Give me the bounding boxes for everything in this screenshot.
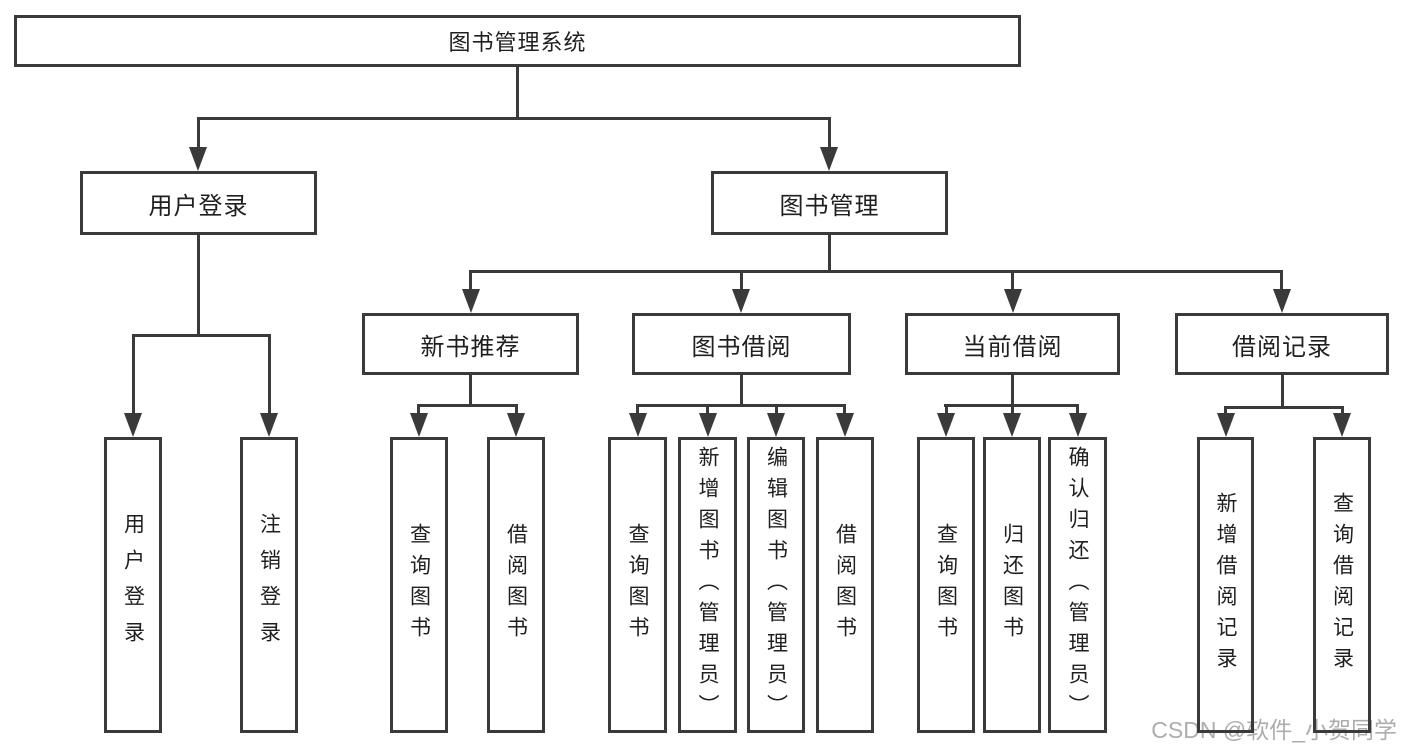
connector-line [132,334,135,416]
leaf-label: 查询图书 [934,523,958,647]
node-label: 图书管理 [779,192,880,220]
leaf-label: 借阅图书 [504,523,528,647]
node-user-login: 用户登录 [80,171,317,235]
node-leaf-current-confirm-return: 确认归还（管理员） [1048,437,1107,733]
node-label: 借阅记录 [1232,333,1332,361]
leaf-label: 注销登录 [257,513,281,657]
connector-line [418,404,518,407]
arrowhead-down-icon [820,147,838,171]
node-leaf-record-add: 新增借阅记录 [1197,437,1254,733]
leaf-label: 归还图书 [1000,523,1024,647]
node-book-borrow: 图书借阅 [632,313,851,375]
connector-line [515,404,518,416]
arrowhead-down-icon [767,413,785,437]
node-leaf-current-query-book: 查询图书 [917,437,975,733]
arrowhead-down-icon [410,413,428,437]
node-root-library-system: 图书管理系统 [14,15,1021,67]
node-label: 新书推荐 [420,333,521,361]
connector-line [469,270,472,292]
arrowhead-down-icon [629,413,647,437]
arrowhead-down-icon [1273,289,1291,313]
connector-line [197,117,200,150]
connector-line [706,404,709,416]
connector-line [1011,270,1014,292]
connector-line [197,235,200,336]
node-leaf-logout: 注销登录 [240,437,298,733]
leaf-label: 新增图书（管理员） [696,445,719,725]
csdn-watermark: CSDN @软件_小贺同学 [1151,717,1397,743]
arrowhead-down-icon [189,147,207,171]
node-label: 当前借阅 [962,333,1063,361]
connector-line [740,270,743,292]
arrowhead-down-icon [836,413,854,437]
arrowhead-down-icon [124,413,142,437]
connector-line [1224,406,1227,416]
node-leaf-recommend-borrow-book: 借阅图书 [487,437,545,733]
node-leaf-record-query: 查询借阅记录 [1313,437,1371,733]
arrowhead-down-icon [699,413,717,437]
leaf-label: 确认归还（管理员） [1066,445,1089,725]
node-leaf-user-login: 用户登录 [104,437,162,733]
leaf-label: 用户登录 [121,513,145,657]
connector-line [1341,406,1344,416]
connector-line [1280,270,1283,292]
node-current-borrow: 当前借阅 [905,313,1120,375]
arrowhead-down-icon [732,289,750,313]
node-leaf-borrow-borrow-book: 借阅图书 [816,437,874,733]
connector-line [268,334,271,416]
leaf-label: 新增借阅记录 [1214,492,1237,678]
node-borrow-record: 借阅记录 [1175,313,1389,375]
node-book-management: 图书管理 [711,171,948,235]
arrowhead-down-icon [1333,413,1351,437]
node-label: 图书借阅 [691,333,792,361]
node-leaf-borrow-edit-book: 编辑图书（管理员） [747,437,805,733]
connector-line [828,117,831,150]
arrowhead-down-icon [462,289,480,313]
connector-line [469,375,472,407]
connector-line [197,117,831,120]
connector-line [828,235,831,272]
node-new-book-recommend: 新书推荐 [362,313,579,375]
connector-line [516,67,519,119]
connector-line [740,375,743,406]
connector-line [1011,404,1014,416]
leaf-label: 查询借阅记录 [1330,492,1354,678]
connector-line [1076,404,1079,416]
arrowhead-down-icon [1069,413,1087,437]
node-label: 图书管理系统 [448,30,587,55]
connector-line [417,404,420,416]
node-leaf-borrow-query-book: 查询图书 [608,437,667,733]
arrowhead-down-icon [937,413,955,437]
node-leaf-borrow-add-book: 新增图书（管理员） [678,437,737,733]
connector-line [636,404,639,416]
leaf-label: 编辑图书（管理员） [764,445,788,725]
connector-line [843,404,846,416]
node-label: 用户登录 [148,192,249,220]
arrowhead-down-icon [1003,413,1021,437]
arrowhead-down-icon [1217,413,1235,437]
leaf-label: 查询图书 [407,523,431,647]
node-leaf-recommend-query-book: 查询图书 [390,437,448,733]
connector-line [132,334,271,337]
leaf-label: 查询图书 [626,523,649,647]
connector-line [469,270,1283,273]
node-leaf-current-return-book: 归还图书 [983,437,1041,733]
connector-line [1224,406,1344,409]
arrowhead-down-icon [1004,289,1022,313]
connector-line [1281,375,1284,408]
connector-line [636,404,846,407]
connector-line [1011,375,1014,406]
leaf-label: 借阅图书 [833,523,857,647]
connector-line [775,404,778,416]
connector-line [945,404,948,416]
arrowhead-down-icon [507,413,525,437]
arrowhead-down-icon [260,413,278,437]
